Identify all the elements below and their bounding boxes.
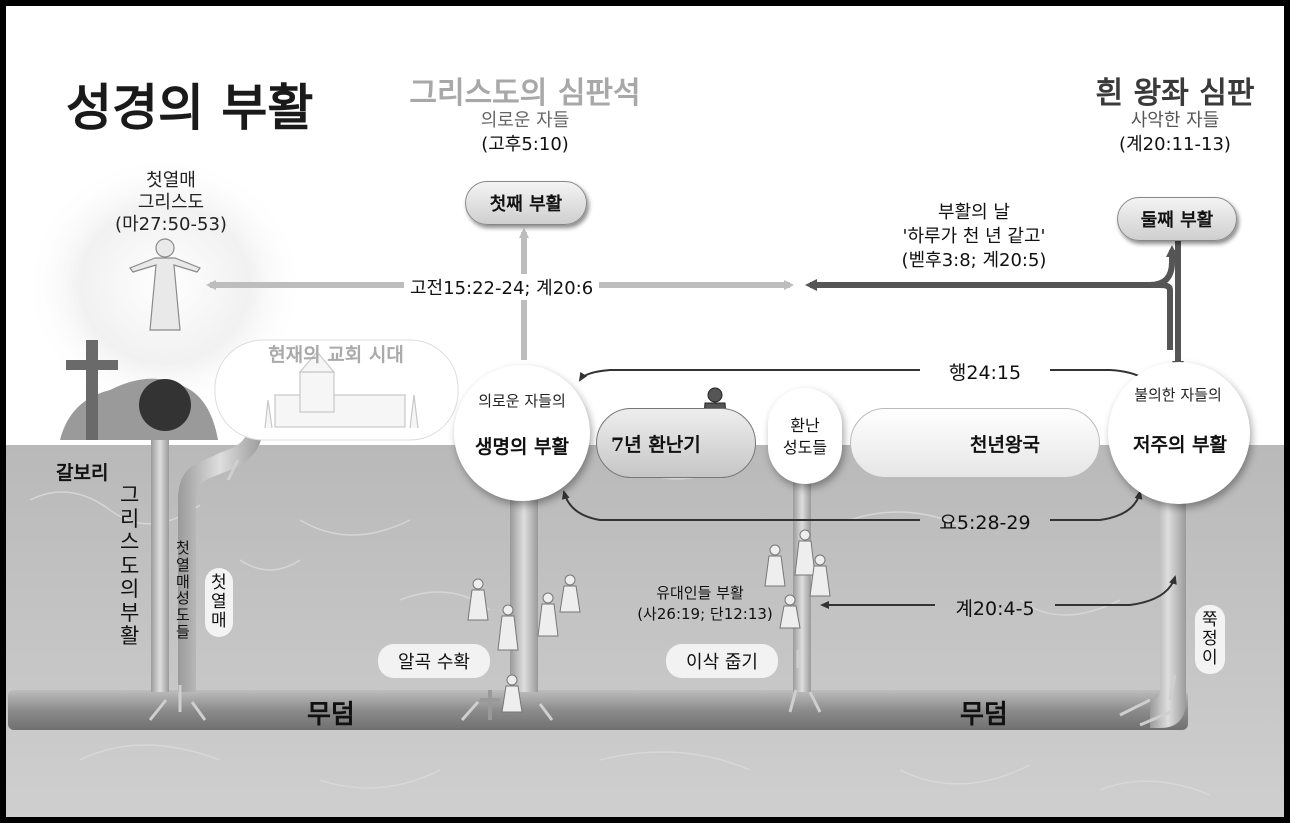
ref-john-label: 요5:28-29 (939, 512, 1031, 534)
tribulation-pill: 7년 환난기 (596, 408, 756, 478)
condemn-circle-label: 저주의 부활 (1132, 434, 1228, 456)
firstfruit-tube (178, 430, 262, 692)
firstfruits-ref: (마27:50-53) (115, 214, 227, 235)
vertical-char: 도 (120, 553, 140, 578)
vertical-char: 열 (211, 592, 227, 613)
calvary-label: 갈보리 (56, 462, 109, 484)
millennium-pill: 천년왕국 (850, 408, 1100, 478)
rising-figures (467, 529, 831, 713)
judgment-seat-title: 그리스도의 심판석 (409, 76, 641, 111)
vertical-char: 활 (120, 624, 140, 649)
white-throne-title: 흰 왕좌 심판 (1095, 76, 1255, 111)
saints-tube (793, 478, 811, 692)
day-of-resurrection-line1: 부활의 날 (938, 202, 1010, 223)
resurrection-of-life-circle (454, 365, 590, 501)
ref-cor-label: 고전15:22-24; 계20:6 (404, 274, 600, 300)
judgment-seat-subtitle: 의로운 자들 (480, 110, 570, 131)
calvary-scene (60, 340, 218, 440)
tribulation-label: 7년 환난기 (611, 433, 701, 456)
life-circle-label: 생명의 부활 (474, 436, 570, 458)
vertical-char: 이 (1202, 648, 1218, 669)
grave-left-label: 무덤 (307, 700, 355, 730)
church-illustration (264, 351, 419, 429)
firstfruits-line1: 첫열매 (146, 170, 196, 191)
vertical-char: 리 (120, 506, 140, 531)
christ-figure (129, 238, 201, 331)
vertical-char: 들 (176, 622, 190, 641)
day-of-resurrection-ref: (벧후3:8; 계20:5) (901, 250, 1047, 271)
grave-cross (480, 690, 500, 720)
ref-acts-label: 행24:15 (948, 362, 1022, 384)
vertical-char: 그 (120, 483, 140, 507)
vertical-char: 매 (176, 572, 190, 591)
harvest-pill: 알곡 수확 (378, 644, 490, 678)
vertical-char: 첫 (211, 573, 227, 593)
arrow-rev-right (1055, 575, 1177, 606)
firstfruits-line2: 그리스도 (137, 192, 205, 213)
life-circle-arc: 의로운 자들의 (478, 392, 566, 410)
vertical-char: 열 (176, 555, 190, 574)
arrow-john-right (1050, 490, 1143, 521)
main-title: 성경의 부활 (66, 79, 314, 137)
vertical-char: 스 (120, 530, 140, 555)
jews-resurrection-ref: (사26:19; 단12:13) (637, 605, 773, 623)
jews-resurrection-line1: 유대인들 부활 (656, 584, 744, 602)
judgment-seat-ref: (고후5:10) (481, 134, 569, 155)
resurrection-of-condemnation-circle (1108, 362, 1250, 504)
first-resurrection-pill: 첫째 부활 (465, 181, 587, 225)
grave-right-label: 무덤 (960, 700, 1008, 730)
unrighteous-tube (1150, 500, 1186, 728)
vertical-char: 정 (1202, 629, 1218, 650)
condemn-circle-arc: 불의한 자들의 (1134, 386, 1222, 404)
arrow-to-second-resurrection (1149, 245, 1178, 288)
white-throne-subtitle: 사악한 자들 (1130, 110, 1220, 131)
righteous-tube (510, 500, 538, 692)
grave-tunnel (8, 690, 1188, 730)
tribulation-saints-oval (768, 388, 842, 484)
small-up-arrows (148, 459, 1177, 727)
christ-tube (151, 440, 169, 692)
day-of-resurrection-line2: '하루가 천 년 같고' (902, 226, 1046, 247)
vertical-char: 쭉 (1202, 610, 1218, 630)
vertical-char: 성 (176, 589, 190, 608)
vertical-char: 의 (120, 577, 140, 602)
ground-layer (6, 445, 1284, 817)
vertical-char: 도 (176, 606, 190, 625)
ref-rev-label: 계20:4-5 (955, 598, 1035, 620)
white-throne-ref: (계20:11-13) (1119, 134, 1231, 155)
tribulation-saints-line2: 성도들 (782, 438, 828, 457)
second-resurrection-pill: 둘째 부활 (1117, 197, 1237, 241)
tribulation-saints-line1: 환난 (790, 416, 820, 435)
church-age-label: 현재의 교회 시대 (268, 344, 404, 366)
millennium-label: 천년왕국 (970, 433, 1040, 456)
vertical-char: 부 (120, 600, 140, 625)
vertical-char: 첫 (176, 539, 190, 557)
gleaning-pill: 이삭 줍기 (666, 644, 778, 678)
arrow-john-left (561, 490, 920, 521)
arrow-acts-left (578, 369, 920, 382)
vertical-char: 매 (211, 611, 227, 632)
